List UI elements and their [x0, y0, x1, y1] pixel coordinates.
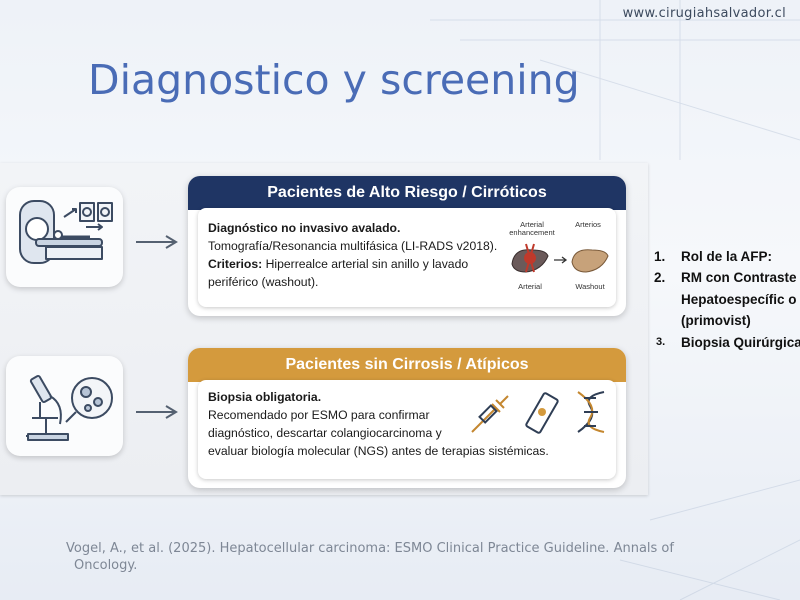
- liver-enhancement-diagram: [511, 243, 609, 273]
- ct-scanner-icon: [19, 200, 113, 264]
- microscope-box: [6, 356, 123, 456]
- citation-line-1: Vogel, A., et al. (2025). Hepatocellular…: [66, 541, 674, 556]
- site-url: www.cirugiahsalvador.cl: [622, 6, 786, 21]
- list-item: 1. Rol de la AFP:: [652, 246, 800, 267]
- microscope-icon: [26, 374, 113, 441]
- slide-sample-icon: [525, 392, 559, 434]
- dna-icon: [577, 391, 605, 433]
- atypical-line4: evaluar biología molecular (NGS) antes d…: [208, 444, 549, 458]
- atypical-card-body: Biopsia obligatoria. Recomendado por ESM…: [198, 380, 616, 479]
- criteria-label: Criterios:: [208, 257, 263, 271]
- arrow-right-icon: [136, 235, 178, 249]
- ct-scanner-box: [6, 187, 123, 287]
- citation-line-2: Oncology.: [74, 558, 138, 573]
- atypical-heading: Biopsia obligatoria.: [208, 390, 322, 404]
- arrow-right-icon: [136, 405, 178, 419]
- high-risk-line2: Tomografía/Resonancia multifásica (LI-RA…: [208, 239, 498, 253]
- list-item: 3. Biopsia Quirúrgica: [652, 332, 800, 353]
- list-number: 2.: [654, 270, 666, 286]
- label-arterial: Arterial: [518, 282, 542, 291]
- list-number: 1.: [654, 249, 666, 264]
- biopsy-tools-icons: [471, 391, 605, 434]
- high-risk-heading: Diagnóstico no invasivo avalado.: [208, 221, 401, 235]
- list-item: 2. RM con Contraste Hepatoespecífic o (p…: [652, 267, 800, 331]
- list-text: RM con Contraste Hepatoespecífic o (prim…: [681, 270, 797, 329]
- slide-title: Diagnostico y screening: [88, 56, 580, 104]
- liver-washout-icon: [571, 249, 609, 273]
- atypical-line2: Recomendado por ESMO para confirmar: [208, 408, 430, 422]
- list-text: Rol de la AFP:: [681, 249, 773, 264]
- high-risk-card-title: Pacientes de Alto Riesgo / Cirróticos: [188, 176, 626, 210]
- atypical-line3: diagnóstico, descartar colangiocarcinoma…: [208, 426, 442, 440]
- label-washout: Washout: [575, 282, 605, 291]
- syringe-icon: [471, 395, 509, 433]
- high-risk-criteria: Criterios: Hiperrealce arterial sin anil…: [208, 257, 468, 271]
- side-list: 1. Rol de la AFP: 2. RM con Contraste He…: [652, 246, 800, 353]
- high-risk-card-body: Diagnóstico no invasivo avalado. Tomogra…: [198, 208, 616, 307]
- atypical-card-title: Pacientes sin Cirrosis / Atípicos: [188, 348, 626, 382]
- list-number: 3.: [656, 335, 666, 348]
- criteria-text: Hiperrealce arterial sin anillo y lavado: [262, 257, 469, 271]
- label-arterial-enhancement: Arterial enhancement: [509, 220, 555, 237]
- label-arterios: Arterios: [575, 220, 601, 229]
- high-risk-card: Pacientes de Alto Riesgo / Cirróticos Di…: [188, 176, 626, 316]
- high-risk-line4: periférico (washout).: [208, 275, 319, 289]
- atypical-card: Pacientes sin Cirrosis / Atípicos Biopsi…: [188, 348, 626, 488]
- citation: Vogel, A., et al. (2025). Hepatocellular…: [66, 540, 726, 574]
- list-text: Biopsia Quirúrgica: [681, 334, 800, 350]
